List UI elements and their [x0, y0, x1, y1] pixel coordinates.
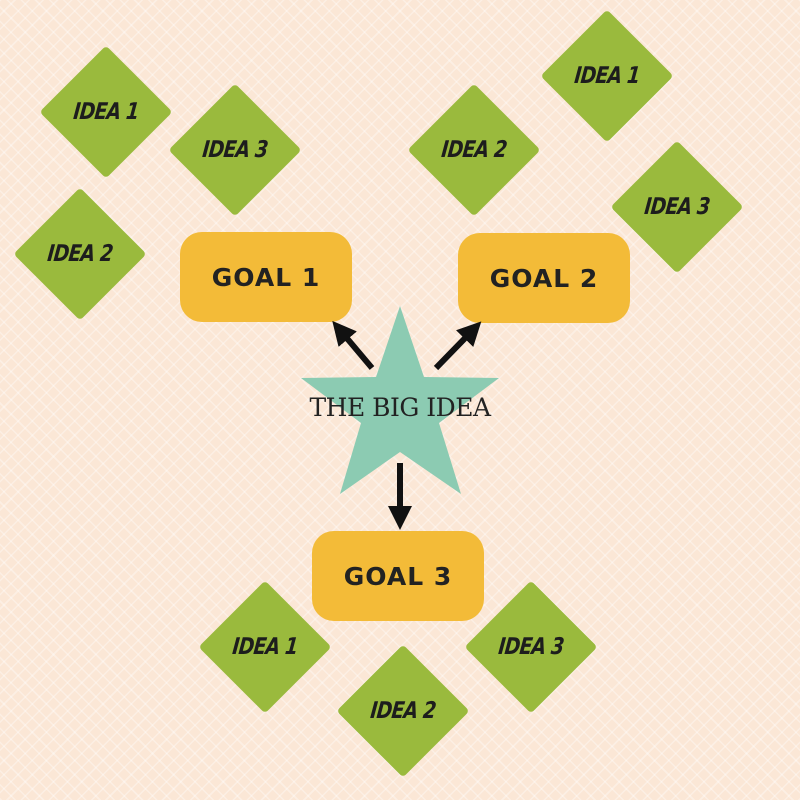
goal-label: GOAL 3: [343, 561, 453, 591]
arrow-to-goal-2: [433, 321, 482, 371]
goal-label: GOAL 1: [211, 262, 321, 292]
goal-label: GOAL 2: [489, 263, 599, 293]
goal-node-2: GOAL 2: [458, 233, 630, 323]
goal-node-3: GOAL 3: [312, 531, 484, 621]
arrow-to-goal-1: [332, 320, 375, 370]
goal-node-1: GOAL 1: [180, 232, 352, 322]
big-idea-label: THE BIG IDEA: [309, 393, 491, 422]
star-icon: [301, 306, 499, 494]
